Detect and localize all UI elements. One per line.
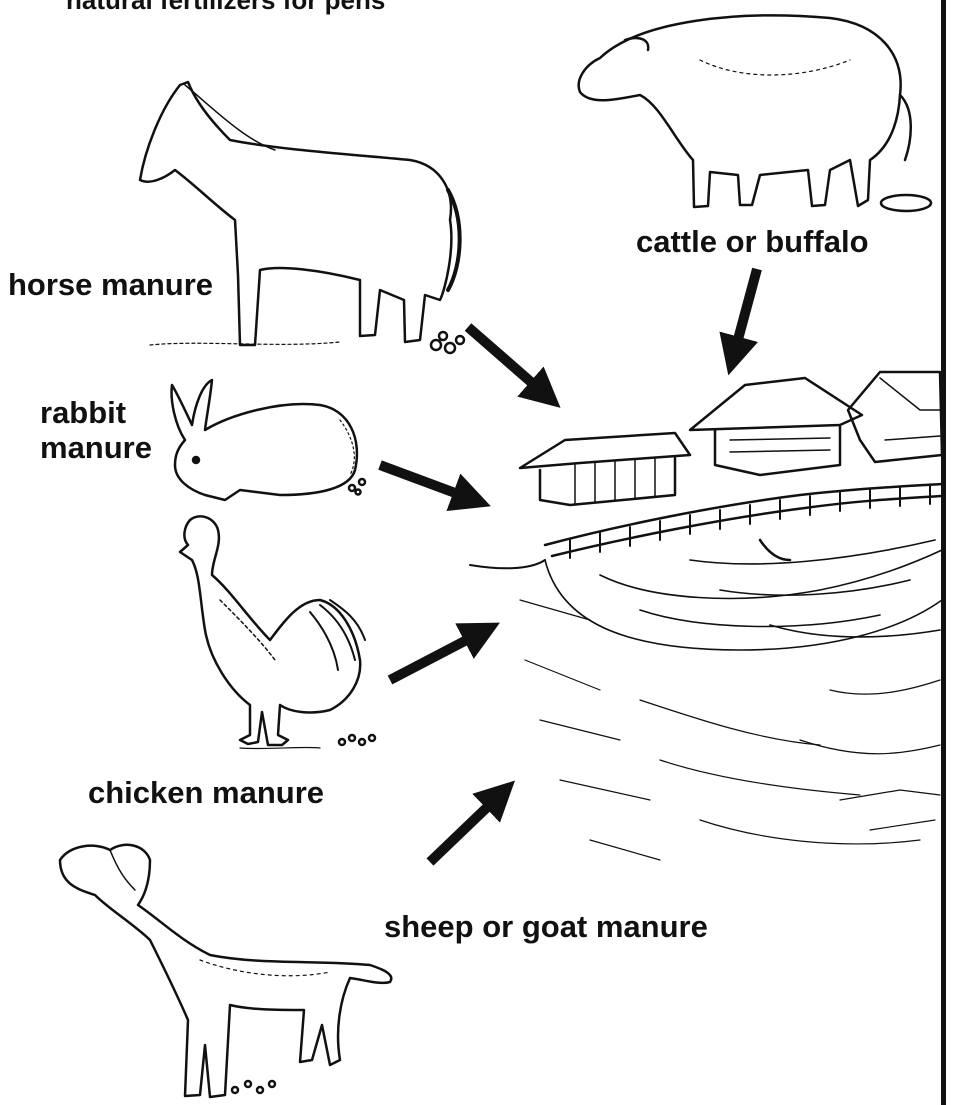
arrow-horse-to-pen — [468, 327, 547, 396]
arrow-rabbit-to-pen — [380, 465, 474, 500]
right-border — [941, 0, 946, 1105]
arrows — [380, 269, 757, 862]
rabbit-icon — [172, 380, 365, 500]
ground-hatching — [520, 600, 940, 860]
arrow-cattle-to-pen — [733, 269, 757, 358]
goat-icon — [60, 845, 391, 1097]
goat-dung-icon — [232, 1081, 275, 1093]
chicken-dung-icon — [339, 735, 375, 745]
cow-icon — [579, 15, 931, 211]
rabbit-dung-icon — [349, 479, 365, 495]
arrow-chicken-to-pen — [390, 631, 484, 680]
arrow-goat-to-pen — [430, 793, 502, 862]
pond-icon — [470, 540, 942, 650]
rooster-icon — [180, 516, 375, 748]
fence-icon — [545, 484, 942, 558]
horse-dung-icon — [431, 332, 464, 353]
horse-icon — [140, 82, 464, 353]
cow-dung-icon — [881, 195, 931, 211]
pen-houses-icon — [520, 372, 942, 505]
